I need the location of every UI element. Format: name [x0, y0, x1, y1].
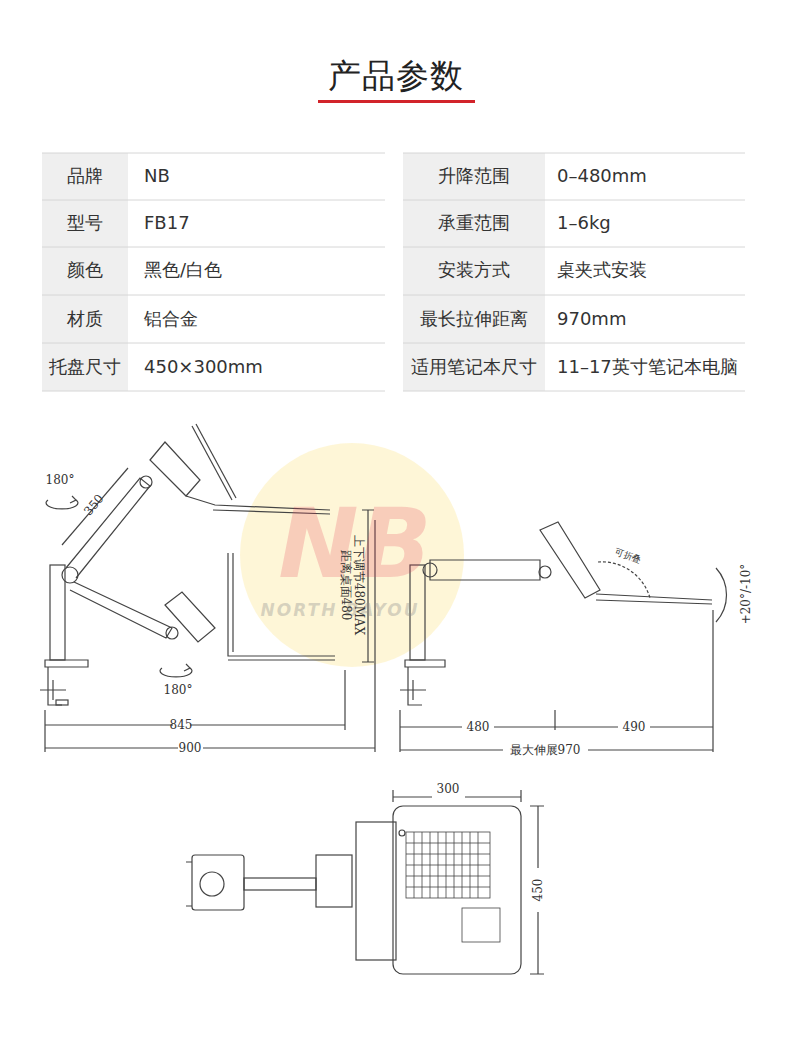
table-header-cell: 升降范围	[438, 165, 510, 187]
rotation-angle: 180°	[46, 473, 75, 487]
dimension: 300	[437, 782, 460, 796]
dimension: 845	[170, 718, 193, 732]
table-value-cell: 970mm	[557, 308, 626, 330]
dimension: 350	[81, 492, 107, 519]
page-title: 产品参数	[328, 56, 464, 96]
table-value-cell: 黑色/白色	[144, 259, 222, 281]
table-header-cell: 品牌	[67, 165, 103, 187]
top-view	[186, 790, 544, 974]
table-value-cell: 桌夹式安装	[557, 259, 647, 281]
fold-note: 可折叠	[613, 546, 642, 565]
dimension: 450	[531, 879, 545, 902]
table-value-cell: 1–6kg	[557, 212, 611, 234]
table-value-cell: 11–17英寸笔记本电脑	[557, 356, 738, 378]
dimension: 480	[467, 720, 490, 734]
table-header-cell: 最长拉伸距离	[420, 308, 528, 330]
tilt-angle: +20°/-10°	[739, 564, 753, 625]
dimension: 距离桌面480	[339, 550, 353, 621]
dimension: 900	[179, 741, 202, 755]
table-header-cell: 适用笔记本尺寸	[411, 356, 537, 378]
table-value-cell: 铝合金	[144, 308, 198, 330]
spec-table	[42, 153, 745, 391]
title-underline	[318, 100, 475, 103]
rotation-angle: 180°	[164, 683, 193, 697]
arm-side-views	[40, 424, 726, 752]
table-value-cell: 0–480mm	[557, 165, 647, 187]
table-header-cell: 型号	[67, 212, 103, 234]
dimension: 最大伸展970	[510, 743, 581, 757]
table-value-cell: NB	[144, 165, 170, 187]
watermark-circle	[240, 443, 464, 667]
table-header-cell: 安装方式	[438, 259, 510, 281]
dimension: 490	[623, 720, 646, 734]
table-header-cell: 承重范围	[438, 212, 510, 234]
table-header-cell: 材质	[67, 308, 103, 330]
table-value-cell: FB17	[144, 212, 190, 234]
table-header-cell: 托盘尺寸	[49, 356, 121, 378]
table-header-cell: 颜色	[67, 259, 103, 281]
dimension: 上下调节480MAX	[352, 535, 366, 635]
table-value-cell: 450×300mm	[144, 356, 263, 378]
